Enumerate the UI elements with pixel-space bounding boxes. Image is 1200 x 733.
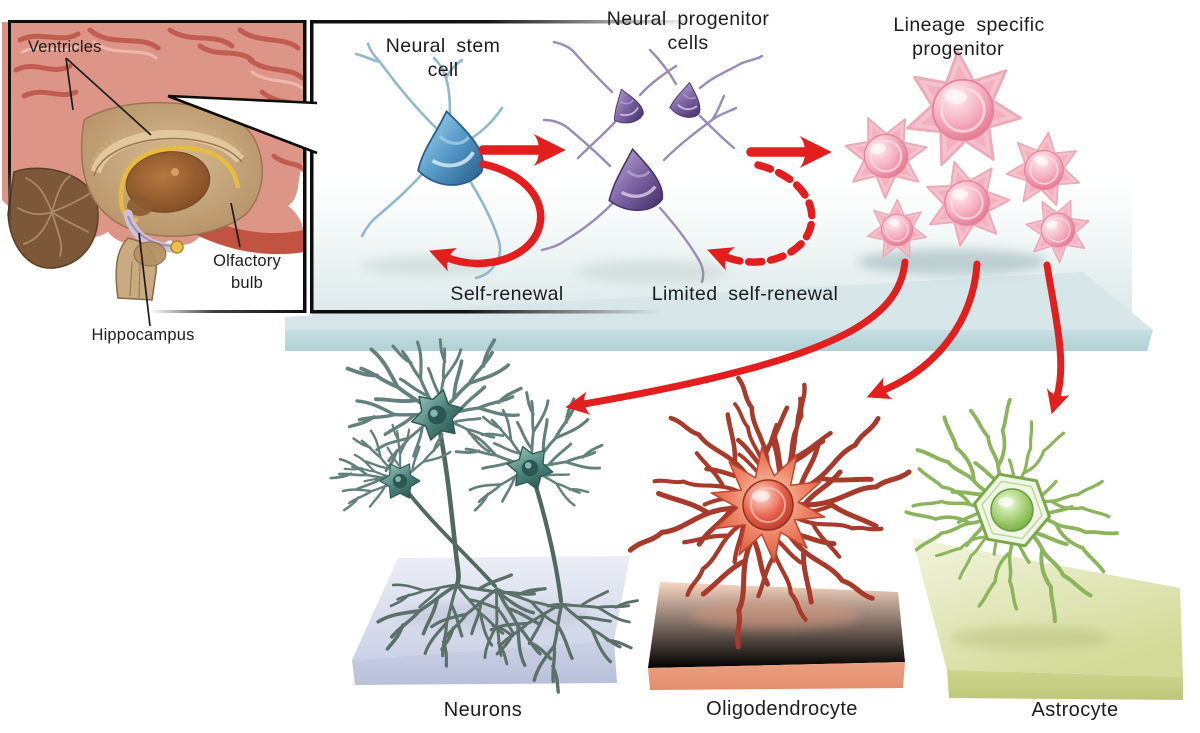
hippocampus-label: Hippocampus	[91, 326, 194, 344]
inset-pointer-lines	[65, 57, 241, 327]
astrocyte-group: Astrocyte	[904, 397, 1183, 721]
inset-border-right	[303, 20, 307, 313]
olfactory-bulb-label-line1: Olfactory	[213, 252, 281, 270]
astrocyte-label: Astrocyte	[1032, 699, 1119, 721]
panel-border-left	[310, 20, 314, 313]
hippocampus-tip	[170, 240, 184, 254]
panel-border-top	[310, 20, 700, 24]
astrocyte-body	[973, 472, 1051, 548]
limited-self-renewal-arrow	[707, 161, 816, 271]
hypothalamus	[127, 196, 153, 216]
progenitor-processes	[540, 40, 764, 284]
neurons-group: Neurons	[329, 337, 640, 721]
corpus-callosum-edge	[93, 137, 243, 177]
lineage-label-line1: Lineage specific	[893, 14, 1044, 36]
main-panel-frame	[310, 20, 700, 314]
brain-inset: Ventricles Olfactory bulb Hippocampus	[2, 20, 307, 344]
olfactory-region	[184, 208, 304, 254]
neuron-dendrites	[329, 337, 604, 513]
arrow-to-oligodendrocyte	[866, 260, 981, 400]
arrows	[429, 133, 832, 272]
hippocampus-edge	[127, 215, 175, 247]
cerebellum-veins	[17, 175, 93, 257]
self-renewal-arrow	[429, 160, 545, 272]
lineage-label-line2: progenitor	[912, 38, 1004, 60]
progenitor-shadow	[576, 260, 728, 284]
oligodendrocyte-body	[710, 446, 826, 564]
astrocyte-shadow	[950, 626, 1110, 650]
neural-stem-cell	[354, 42, 504, 280]
ventricles-label: Ventricles	[28, 38, 102, 56]
inset-border-top	[8, 20, 306, 23]
arrow-to-neurons	[565, 258, 909, 415]
thalamus-highlight	[171, 168, 179, 176]
ventricle-outline	[118, 145, 241, 209]
brain-illustration	[2, 22, 304, 312]
oligodendrocyte-platform-front	[648, 662, 905, 690]
oligodendrocyte-group: Oligodendrocyte	[626, 378, 909, 720]
progenitor-label-line1: Neural progenitor	[607, 8, 770, 30]
self-renewal-label: Self-renewal	[450, 283, 563, 305]
limited-self-renewal-label: Limited self-renewal	[652, 283, 838, 305]
slab-top-face	[285, 272, 1153, 330]
oligodendrocyte-label: Oligodendrocyte	[706, 698, 858, 720]
cortex-highlights	[20, 40, 304, 90]
neural-progenitor-cells	[540, 40, 764, 284]
olfactory-bulb-label-line2: bulb	[231, 274, 263, 292]
thalamus	[125, 151, 211, 213]
callout-wedge	[167, 94, 318, 155]
panel-border-bottom	[310, 310, 660, 314]
differentiation-arrows	[565, 258, 1070, 415]
ventricular-zone-slab	[285, 249, 1153, 351]
arrow-to-astrocyte	[1043, 261, 1070, 415]
pons	[133, 241, 167, 267]
inset-border-bottom	[150, 310, 306, 313]
medulla-lines	[129, 261, 141, 299]
stem-cell-label-line1: Neural stem	[386, 35, 501, 57]
stem-cell-processes	[354, 42, 504, 280]
astrocyte-platform-front	[947, 670, 1183, 700]
stem-cell-label-line2: cell	[428, 59, 459, 81]
inset-border-left	[8, 20, 11, 230]
corpus-callosum	[91, 129, 245, 174]
cortex-gyri	[13, 27, 304, 173]
oligodendrocyte-shadow	[690, 601, 860, 629]
progenitor-label-line2: cells	[667, 32, 708, 54]
neurons-label: Neurons	[444, 699, 522, 721]
slab-front-face	[285, 330, 1153, 351]
